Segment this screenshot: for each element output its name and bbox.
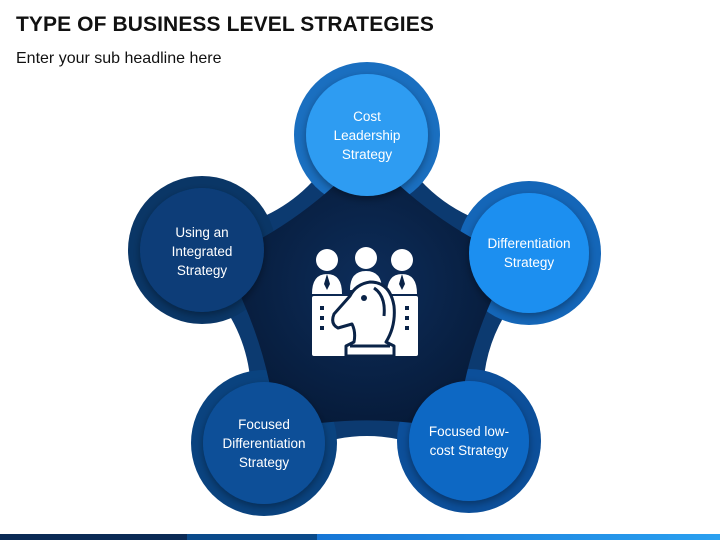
business-team-chess-knight-icon xyxy=(312,247,418,358)
bottom-accent-bar xyxy=(0,534,720,540)
integrated-strategy-node xyxy=(140,188,264,312)
page-title: TYPE OF BUSINESS LEVEL STRATEGIES xyxy=(16,13,434,36)
focused-differentiation-label: Focused Differentiation Strategy xyxy=(222,416,306,470)
bottom-bar-segment xyxy=(316,534,720,540)
page-subtitle: Enter your sub headline here xyxy=(16,50,222,67)
integrated-strategy-label: Using an Integrated Strategy xyxy=(171,224,233,278)
differentiation-node xyxy=(469,193,589,313)
strategy-nodes xyxy=(140,74,589,504)
differentiation-label: Differentiation Strategy xyxy=(487,236,571,270)
bottom-bar-segment xyxy=(187,534,317,540)
focused-low-cost-node xyxy=(409,381,529,501)
focused-differentiation-node xyxy=(203,382,325,504)
focused-low-cost-label: Focused low- cost Strategy xyxy=(428,424,510,458)
cost-leadership-node xyxy=(306,74,428,196)
cost-leadership-label: Cost Leadership Strategy xyxy=(333,108,401,162)
bottom-bar-segment xyxy=(0,534,188,540)
